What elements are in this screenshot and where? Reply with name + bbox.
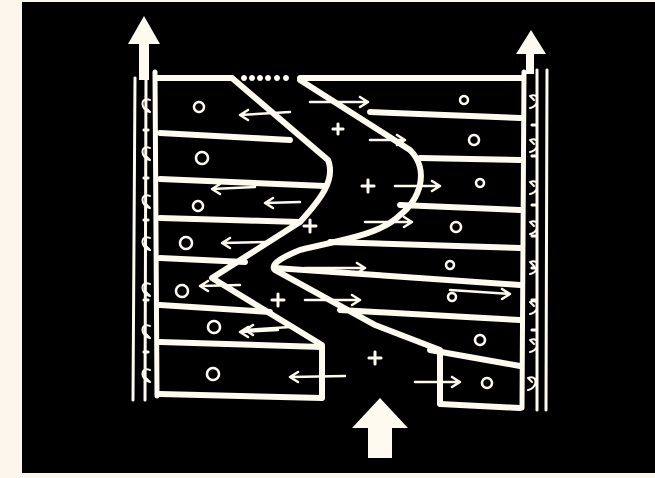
right-channel-walls <box>522 70 547 410</box>
top-dotted-connector <box>241 75 289 81</box>
right-plates <box>275 78 522 408</box>
arrow-up-icon <box>516 30 546 74</box>
block-arrow-up-icon <box>352 398 408 458</box>
